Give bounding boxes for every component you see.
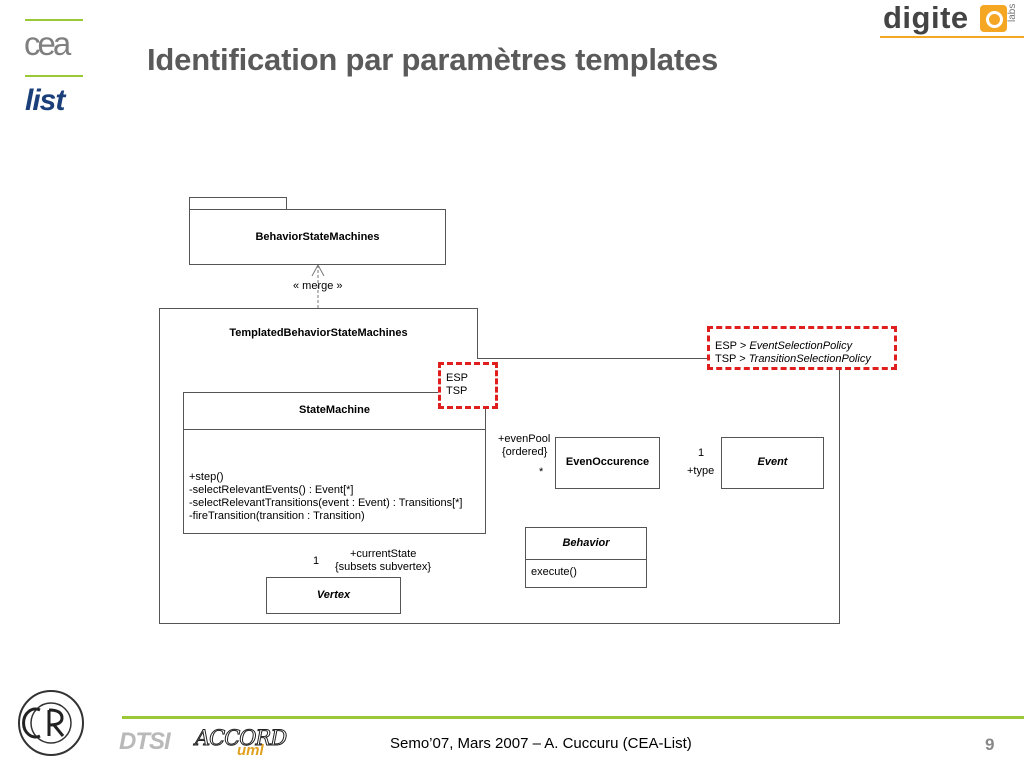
class-name: EvenOccurence — [565, 456, 650, 468]
class-vertex: Vertex — [266, 577, 401, 614]
dtsi-logo: DTSI — [119, 728, 171, 755]
evenpool-multiplicity: * — [539, 466, 544, 478]
package-template-params: ESP > EventSelectionPolicy TSP > Transit… — [707, 326, 897, 370]
package-header-rule — [477, 358, 707, 359]
package-name: TemplatedBehaviorStateMachines — [229, 327, 408, 339]
operation-select-transitions: -selectRelevantTransitions(event : Event… — [189, 497, 463, 509]
footer-rule — [122, 716, 1024, 719]
currentstate-constraint-label: {subsets subvertex} — [335, 561, 432, 573]
quality-seal — [16, 688, 86, 758]
class-name: Event — [757, 456, 788, 468]
list-logo-text: list — [25, 84, 65, 117]
class-behavior: Behavior execute() — [525, 527, 647, 588]
template-param-esp: ESP — [446, 372, 469, 384]
type-multiplicity: 1 — [698, 447, 705, 459]
param-name: TSP — [715, 353, 737, 365]
type-role-label: +type — [687, 465, 715, 477]
page-number: 9 — [985, 735, 995, 754]
class-name: Behavior — [562, 537, 610, 549]
digiteo-logo: digite labs — [880, 0, 1024, 40]
footer-text: Semo’07, Mars 2007 – A. Cuccuru (CEA-Lis… — [390, 735, 692, 752]
quality-seal-icon — [18, 690, 84, 756]
accord-uml-text: uml — [237, 742, 264, 759]
evenpool-role-label: +evenPool — [498, 433, 551, 445]
evenpool-constraint-label: {ordered} — [502, 446, 548, 458]
digiteo-o-icon — [980, 5, 1007, 32]
param-name: ESP — [715, 340, 737, 352]
class-event: Event — [721, 437, 824, 489]
class-divider — [184, 429, 485, 430]
class-even-occurence: EvenOccurence — [555, 437, 660, 489]
slide-title: Identification par paramètres templates — [147, 42, 719, 77]
logo-rule-top — [25, 19, 83, 21]
template-param-tsp: TSP — [446, 385, 468, 397]
accord-logo: ACCORD uml — [194, 726, 313, 762]
class-name: StateMachine — [299, 404, 370, 416]
param-bound: EventSelectionPolicy — [749, 340, 853, 352]
template-param-esp: ESP > EventSelectionPolicy — [715, 340, 853, 352]
merge-label: « merge » — [293, 280, 343, 292]
operation-select-events: -selectRelevantEvents() : Event[*] — [189, 484, 354, 496]
operation-fire-transition: -fireTransition(transition : Transition) — [189, 510, 365, 522]
package-templated-header: TemplatedBehaviorStateMachines — [159, 308, 478, 359]
currentstate-multiplicity: 1 — [313, 555, 320, 567]
cea-logo-text: cea — [24, 25, 71, 62]
class-template-params: ESP TSP — [438, 362, 498, 409]
operation-execute: execute() — [531, 566, 577, 578]
digiteo-logo-text: digite — [883, 0, 969, 35]
currentstate-role-label: +currentState — [350, 548, 417, 560]
cea-logo: cea list — [22, 15, 86, 119]
logo-rule-mid — [25, 75, 83, 77]
class-state-machine: StateMachine +step() -selectRelevantEven… — [183, 392, 486, 534]
package-name: BehaviorStateMachines — [255, 231, 380, 243]
template-param-tsp: TSP > TransitionSelectionPolicy — [715, 353, 871, 365]
class-divider — [526, 559, 646, 560]
class-name: Vertex — [316, 589, 351, 601]
package-behavior-state-machines: BehaviorStateMachines — [189, 209, 446, 265]
digiteo-underline — [880, 36, 1024, 38]
operation-step: +step() — [189, 471, 224, 483]
merge-arrowhead — [311, 263, 325, 277]
accord-logo-text: ACCORD — [194, 726, 287, 751]
param-bound: TransitionSelectionPolicy — [748, 353, 871, 365]
